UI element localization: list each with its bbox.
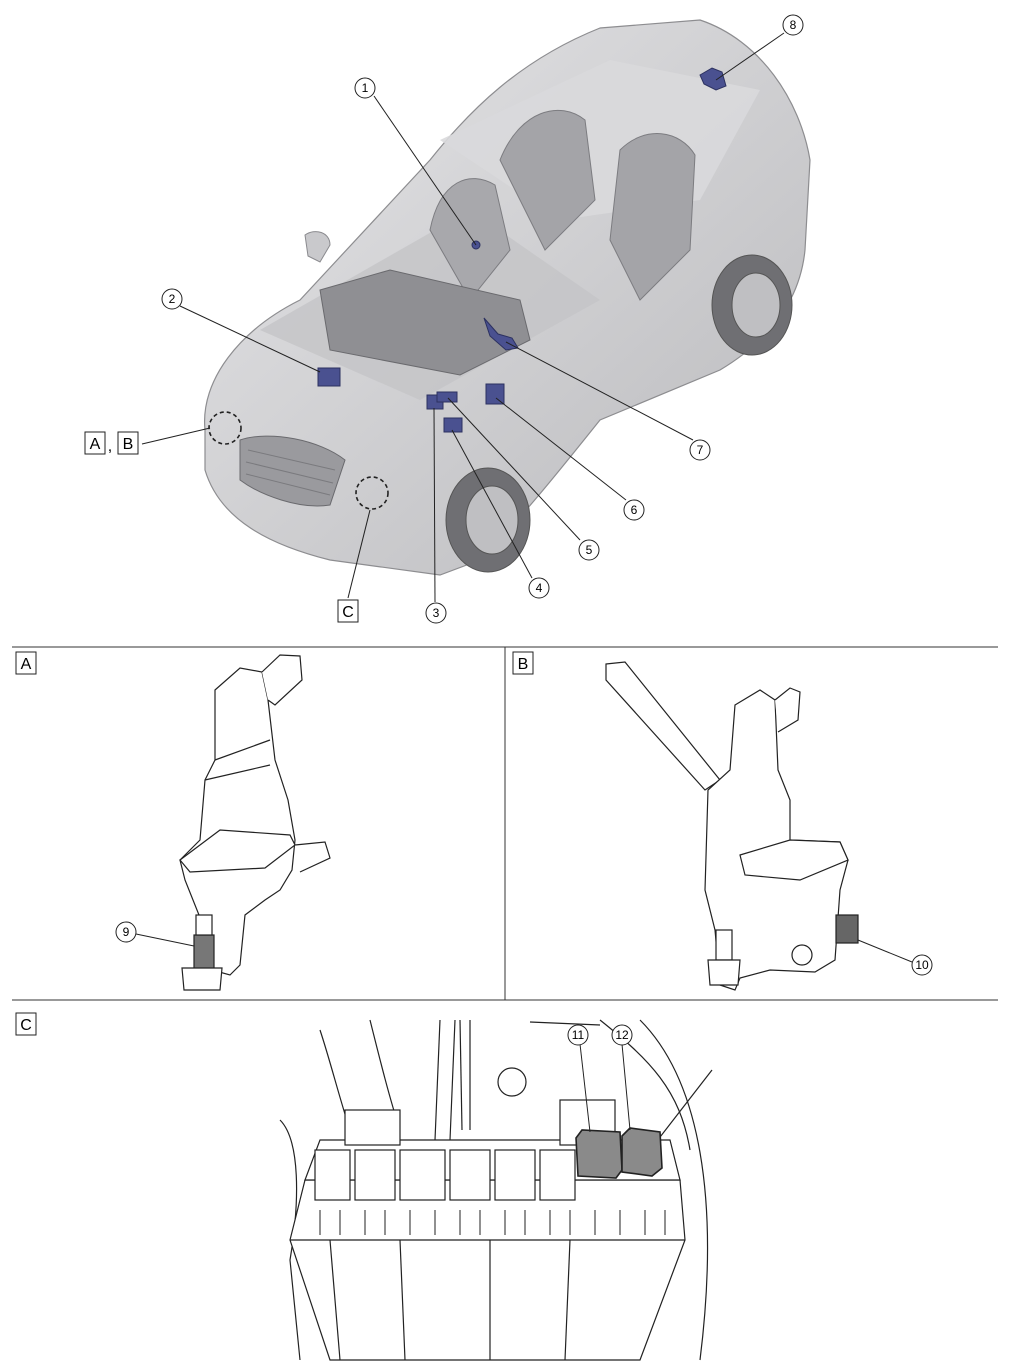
washer-tank-b (605, 661, 849, 991)
callout-10: 10 (911, 954, 933, 976)
svg-text:11: 11 (572, 1028, 585, 1042)
location-c-circle (355, 476, 389, 510)
svg-text:6: 6 (631, 503, 638, 517)
callout-3: 3 (425, 602, 447, 624)
callout-5: 5 (578, 539, 600, 561)
svg-text:7: 7 (697, 443, 704, 457)
overview-callouts: 1 2 3 4 5 6 7 8 (161, 14, 804, 624)
callout-11: 11 (567, 1024, 589, 1046)
callout-8: 8 (782, 14, 804, 36)
washer-tank-a (179, 654, 331, 976)
vehicle-overview (204, 19, 811, 576)
component-4 (443, 417, 463, 433)
svg-text:1: 1 (362, 81, 369, 95)
relay-box (289, 1099, 686, 1361)
component-2 (317, 367, 341, 387)
highlighted-relays (575, 1127, 663, 1179)
svg-text:B: B (123, 436, 134, 453)
panel-c-label: C (20, 1017, 32, 1034)
component-6 (485, 383, 505, 405)
washer-pump-b (707, 929, 741, 986)
svg-text:4: 4 (536, 581, 543, 595)
callout-1: 1 (354, 77, 376, 99)
panel-b-label: B (518, 656, 529, 673)
level-sensor-b (835, 914, 859, 944)
relay-12 (621, 1127, 663, 1177)
panel-b: B 10 (512, 651, 933, 991)
panel-dividers (12, 646, 998, 1001)
callout-7: 7 (689, 439, 711, 461)
view-ref-c: C (337, 599, 359, 623)
highlighted-components (317, 67, 727, 433)
component-5 (436, 391, 458, 403)
panel-a: A 9 (15, 651, 331, 991)
rear-wheel (711, 254, 793, 356)
overview-leaders (141, 32, 785, 603)
callout-9: 9 (115, 921, 137, 943)
relay-11 (575, 1129, 623, 1179)
svg-text:2: 2 (169, 292, 176, 306)
svg-text:3: 3 (433, 606, 440, 620)
front-grille (239, 435, 346, 507)
svg-text:C: C (342, 604, 354, 621)
panel-a-label: A (21, 656, 32, 673)
svg-text:,: , (108, 438, 112, 455)
callout-12: 12 (611, 1024, 633, 1046)
callout-2: 2 (161, 288, 183, 310)
view-ref-ab: A , B (84, 431, 139, 455)
svg-text:12: 12 (615, 1028, 629, 1042)
svg-text:5: 5 (586, 543, 593, 557)
component-8 (699, 67, 727, 91)
callout-4: 4 (528, 577, 550, 599)
svg-text:10: 10 (915, 958, 929, 972)
front-wheel (445, 467, 531, 573)
panel-c: C (15, 1012, 713, 1361)
washer-pump-a (181, 914, 223, 991)
svg-text:A: A (90, 436, 101, 453)
callout-6: 6 (623, 499, 645, 521)
svg-text:8: 8 (790, 18, 797, 32)
svg-text:9: 9 (123, 925, 130, 939)
